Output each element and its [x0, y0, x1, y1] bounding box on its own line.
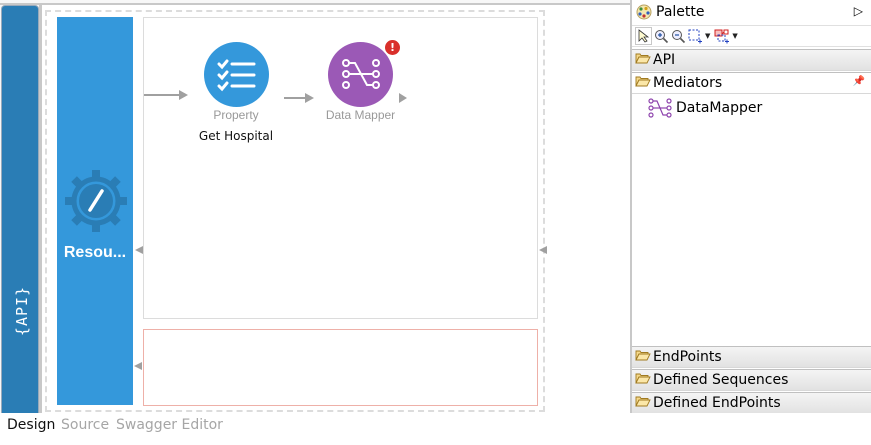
drawer-label: Defined Sequences [653, 372, 789, 388]
gear-icon [65, 170, 127, 232]
pin-icon[interactable]: 📌 [852, 76, 865, 87]
api-logo-icon: {API} [13, 285, 31, 337]
editor-top-border [0, 3, 630, 5]
zoom-out-button[interactable] [671, 27, 686, 45]
pointer-icon [638, 29, 649, 43]
collapse-palette-icon[interactable]: ▷ [853, 4, 863, 18]
property-mediator-node[interactable] [204, 42, 269, 107]
arrow-head-icon [305, 93, 314, 103]
arrow-head-left-icon [134, 362, 142, 370]
folder-open-icon [635, 349, 651, 365]
editor-tabs: Design Source Swagger Editor [0, 413, 871, 445]
flow-arrow-in [144, 94, 180, 96]
folder-open-icon [635, 75, 651, 91]
connection-tool-button[interactable] [714, 27, 730, 45]
connection-icon [714, 29, 730, 43]
connection-dropdown-icon[interactable]: ▼ [732, 32, 738, 40]
drawer-defined-sequences[interactable]: Defined Sequences [632, 369, 871, 391]
resource-container[interactable] [45, 10, 545, 412]
node-type-label: Property [213, 108, 259, 122]
node-type-label: Data Mapper [325, 108, 396, 122]
design-editor: {API} Resou... [0, 3, 630, 413]
error-badge-icon: ! [385, 40, 400, 55]
palette-header: Palette ▷ [632, 0, 871, 24]
folder-open-icon [635, 372, 651, 388]
marquee-tool-button[interactable] [688, 27, 703, 45]
palette-panel: Palette ▷ ▼ ▼ API [630, 0, 871, 414]
drawer-mediators[interactable]: Mediators 📌 [632, 72, 871, 94]
palette-toolbar: ▼ ▼ [632, 25, 871, 47]
zoom-in-button[interactable] [654, 27, 669, 45]
fault-sequence-area[interactable] [143, 329, 538, 406]
tab-source[interactable]: Source [61, 417, 110, 433]
tab-swagger-editor[interactable]: Swagger Editor [116, 417, 223, 433]
palette-icon [636, 4, 652, 20]
zoom-in-icon [655, 29, 669, 43]
zoom-out-icon [672, 29, 686, 43]
datamapper-palette-icon [648, 98, 672, 118]
tab-design[interactable]: Design [7, 417, 56, 433]
drawer-label: Mediators [653, 75, 723, 91]
api-bar[interactable]: {API} [1, 5, 39, 413]
palette-item-label: DataMapper [676, 100, 763, 116]
marquee-dropdown-icon[interactable]: ▼ [705, 32, 711, 40]
drawer-label: API [653, 52, 676, 68]
palette-title: Palette [656, 4, 705, 20]
palette-item-datamapper[interactable]: DataMapper [648, 97, 762, 119]
drawer-label: EndPoints [653, 349, 722, 365]
data-mapper-icon [341, 58, 380, 89]
flow-arrow-mid [284, 97, 306, 99]
drawer-label: Defined EndPoints [653, 395, 781, 411]
arrow-head-left-icon [539, 246, 547, 254]
arrow-head-left-icon [135, 246, 143, 254]
datamapper-mediator-node[interactable] [328, 42, 393, 107]
resource-label: Resou... [63, 244, 127, 261]
arrow-head-icon [179, 90, 188, 100]
arrow-head-icon [399, 93, 407, 103]
divider [39, 5, 42, 413]
drawer-api[interactable]: API [632, 49, 871, 71]
drawer-defined-endpoints[interactable]: Defined EndPoints [632, 392, 871, 414]
drawer-endpoints[interactable]: EndPoints [632, 346, 871, 368]
folder-open-icon [635, 52, 651, 68]
select-tool-button[interactable] [635, 27, 652, 45]
node-name-label: Get Hospital [198, 129, 274, 143]
folder-open-icon [635, 395, 651, 411]
marquee-icon [688, 29, 702, 43]
property-list-icon [217, 59, 255, 91]
